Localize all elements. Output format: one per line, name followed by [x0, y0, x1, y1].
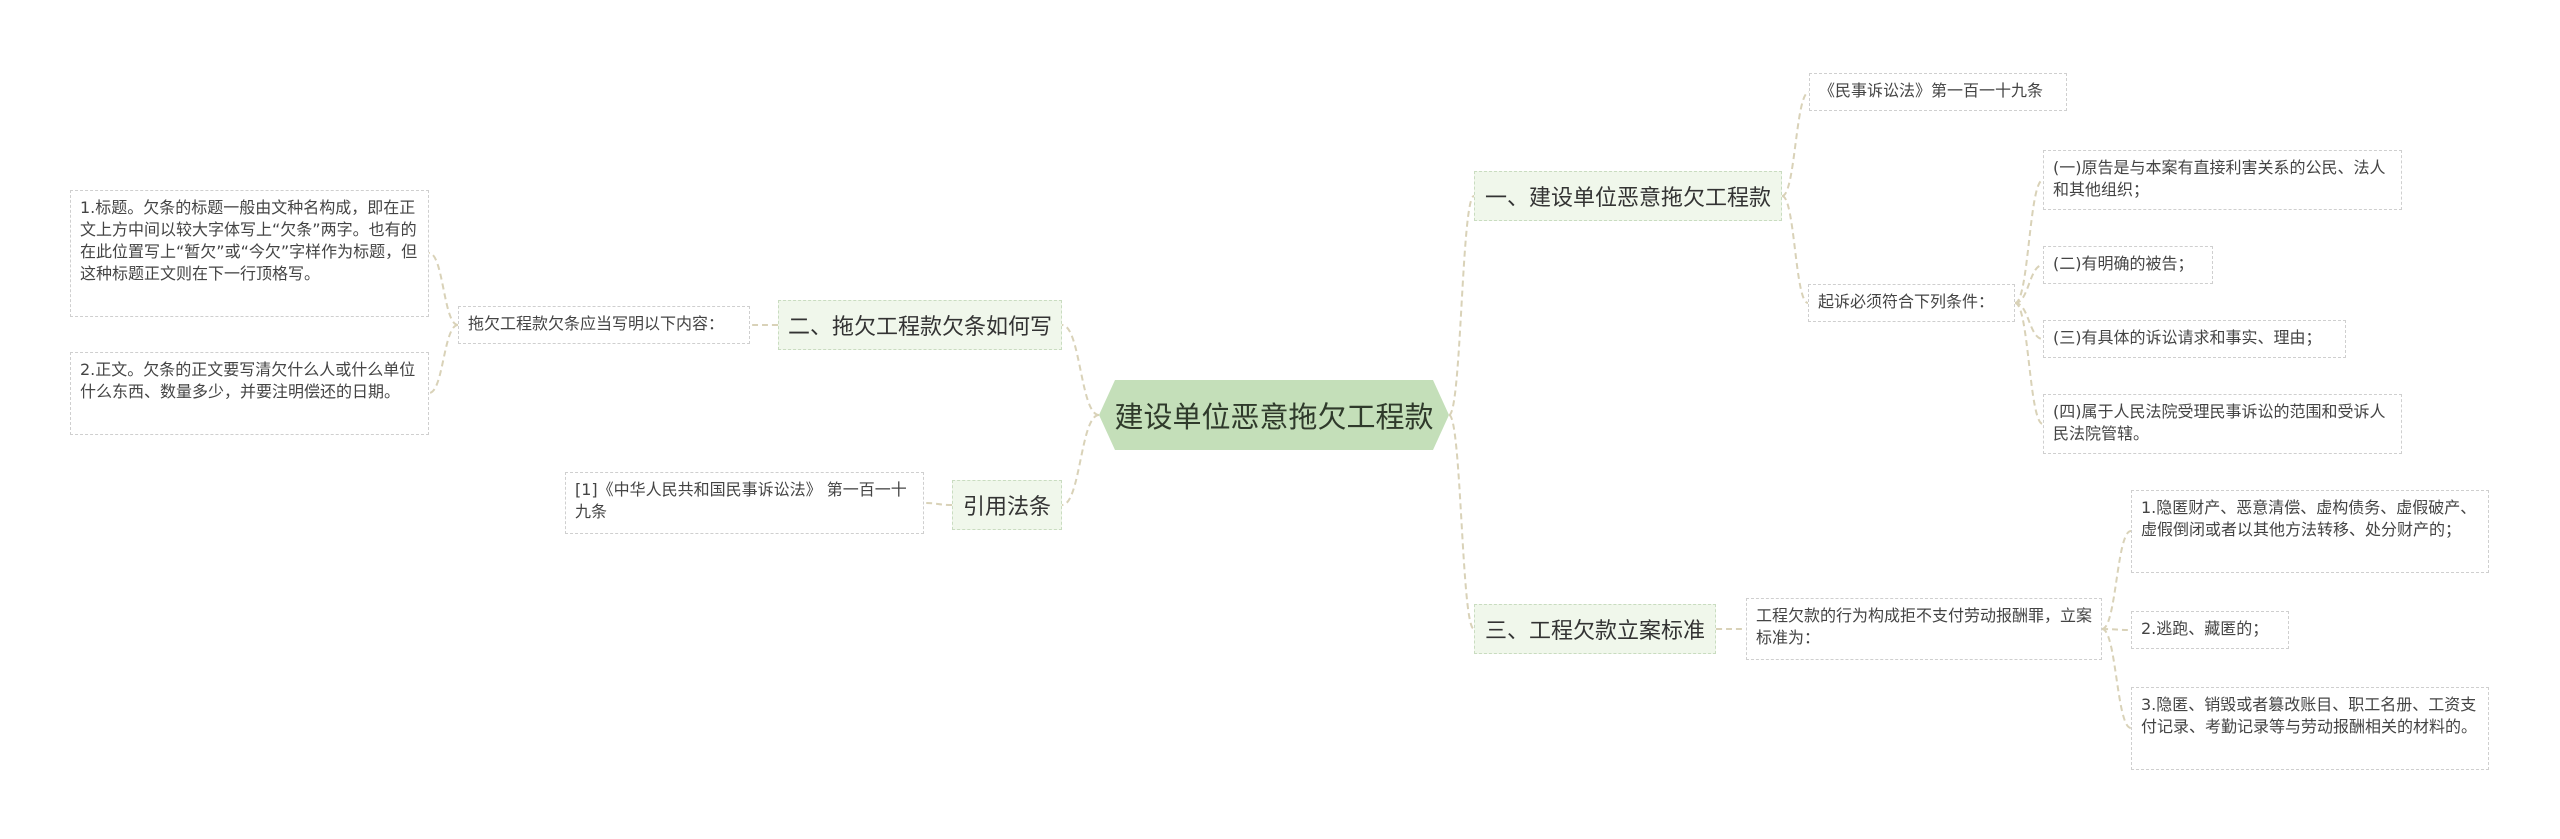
connector-standard-3 [2101, 628, 2132, 729]
filing-standard-item-2[interactable]: 2.逃跑、藏匿的； [2131, 611, 2289, 649]
filing-standard-intro-node[interactable]: 工程欠款的行为构成拒不支付劳动报酬罪，立案标准为： [1746, 598, 2102, 660]
connector-iou-title [428, 252, 459, 326]
connector-conditions-3 [2014, 302, 2044, 340]
iou-item-title-node[interactable]: 1.标题。欠条的标题一般由文种名构成，即在正文上方中间以较大字体写上“欠条”两字… [70, 190, 429, 317]
connector-conditions-2 [2014, 264, 2044, 304]
branch-node-3[interactable]: 三、工程欠款立案标准 [1474, 604, 1716, 654]
condition-node-4[interactable]: (四)属于人民法院受理民事诉讼的范围和受诉人民法院管辖。 [2043, 394, 2402, 454]
cited-law-node[interactable]: [1]《中华人民共和国民事诉讼法》 第一百一十九条 [565, 472, 924, 534]
condition-node-3[interactable]: (三)有具体的诉讼请求和事实、理由； [2043, 320, 2346, 358]
connector-conditions-4 [2014, 302, 2044, 425]
condition-node-1[interactable]: (一)原告是与本案有直接利害关系的公民、法人和其他组织； [2043, 150, 2402, 210]
iou-content-intro-node[interactable]: 拖欠工程款欠条应当写明以下内容： [458, 306, 750, 344]
connector-root-branch-1 [1448, 195, 1475, 416]
connector-branch1-conditions [1781, 195, 1809, 304]
filing-standard-item-3[interactable]: 3.隐匿、销毁或者篡改账目、职工名册、工资支付记录、考勤记录等与劳动报酬相关的材… [2131, 687, 2489, 770]
branch-node-4[interactable]: 引用法条 [952, 480, 1062, 530]
iou-item-body-node[interactable]: 2.正文。欠条的正文要写清欠什么人或什么单位什么东西、数量多少，并要注明偿还的日… [70, 352, 429, 435]
connector-branch4-law [923, 502, 953, 506]
connector-root-branch-4 [1061, 414, 1100, 506]
connector-branch1-lawref [1781, 91, 1810, 197]
connector-root-branch-3 [1448, 414, 1475, 630]
law-reference-node[interactable]: 《民事诉讼法》第一百一十九条 [1809, 73, 2067, 111]
condition-node-2[interactable]: (二)有明确的被告； [2043, 246, 2213, 284]
filing-standard-item-1[interactable]: 1.隐匿财产、恶意清偿、虚构债务、虚假破产、虚假倒闭或者以其他方法转移、处分财产… [2131, 490, 2489, 573]
root-node[interactable]: 建设单位恶意拖欠工程款 [1099, 380, 1449, 450]
connector-standard-2 [2101, 628, 2132, 631]
branch-node-1[interactable]: 一、建设单位恶意拖欠工程款 [1474, 171, 1782, 221]
connector-iou-body [428, 324, 459, 394]
conditions-intro-node[interactable]: 起诉必须符合下列条件： [1808, 284, 2015, 322]
connector-standard-1 [2101, 530, 2132, 630]
connector-root-branch-2 [1061, 324, 1100, 416]
branch-node-2[interactable]: 二、拖欠工程款欠条如何写 [778, 300, 1062, 350]
connector-conditions-1 [2014, 179, 2044, 304]
